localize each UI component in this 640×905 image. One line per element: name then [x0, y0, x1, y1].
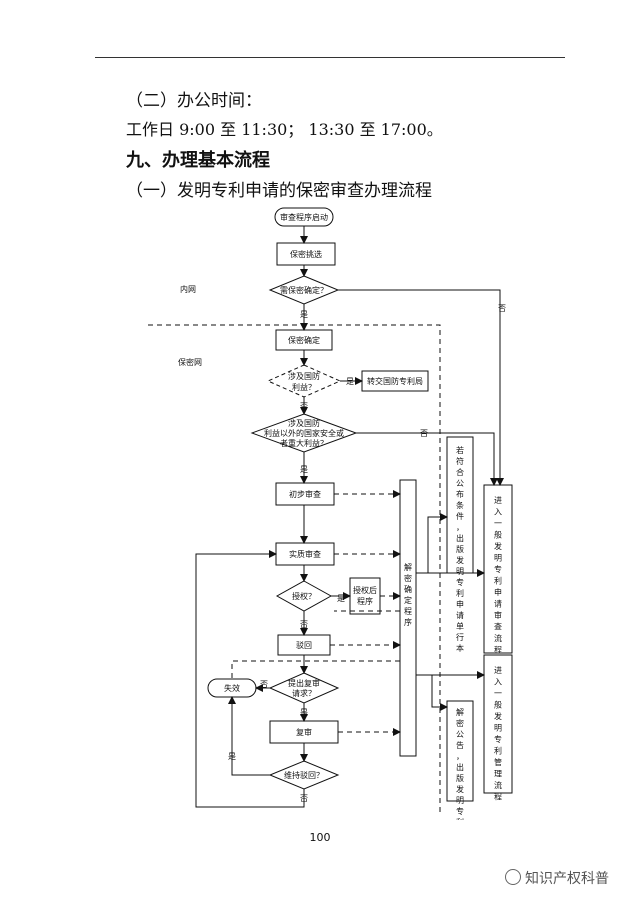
declassify-label: 解密确定程序 — [404, 562, 412, 627]
no-3: 否 — [420, 429, 428, 438]
review-label: 复审 — [296, 727, 312, 737]
flowchart: 审查程序启动 保密挑选 需保密确定？ 保密确定 涉及国防 利益？ 转交国防专利局… — [148, 207, 513, 820]
subsection-title: （一）发明专利申请的保密审查办理流程 — [126, 181, 432, 201]
office-hours-text: 工作日 9:00 至 11:30； 13:30 至 17:00。 — [126, 120, 443, 139]
page-number: 100 — [309, 831, 331, 844]
substantive-label: 实质审查 — [289, 549, 321, 559]
no-6: 否 — [300, 794, 308, 803]
yes-4: 是 — [337, 594, 345, 603]
no-1: 否 — [300, 402, 308, 411]
secret-zone-boundary — [148, 324, 441, 815]
decl-pub-col-label: 解密公告，出版发明专利单行本 — [456, 707, 464, 820]
no-2: 否 — [498, 304, 506, 313]
select-label: 保密挑选 — [290, 249, 322, 259]
transfer-defense-node — [361, 370, 429, 392]
request-label-2: 请求？ — [292, 688, 316, 698]
prelim-label: 初步审查 — [289, 489, 321, 499]
transfer-defense-label: 转交国防专利局 — [367, 376, 423, 386]
yes-5: 是 — [300, 708, 308, 717]
national-label-2: 利益以外的国家安全或 — [264, 428, 344, 438]
watermark: 知识产权科普 — [505, 868, 609, 888]
request-diamond — [268, 672, 340, 704]
select-node — [276, 242, 336, 266]
national-label-1: 涉及国防 — [288, 418, 320, 428]
section-title: 九、办理基本流程 — [126, 150, 270, 171]
publish-col-label: 若符合公布条件，出版发明专利申请单行本 — [456, 445, 464, 653]
watermark-text: 知识产权科普 — [525, 871, 609, 887]
office-hours-title: （二）办公时间： — [126, 91, 262, 111]
national-label-3: 者重大利益？ — [280, 438, 328, 448]
general-mgmt-col-label: 进入一般发明专利管理流程 — [494, 666, 502, 802]
decl-pub-col — [446, 700, 474, 802]
wechat-icon — [505, 869, 521, 885]
zone-inner-label: 内网 — [180, 284, 196, 294]
yes-2: 是 — [346, 377, 354, 386]
request-label-1: 提出复审 — [288, 678, 320, 688]
need-confirm-label: 需保密确定？ — [280, 285, 328, 295]
yes-6: 是 — [228, 752, 236, 761]
defense-label-2: 利益？ — [292, 382, 316, 392]
declassify-node — [399, 479, 417, 757]
start-label: 审查程序启动 — [280, 212, 328, 222]
post-grant-label-1: 授权后 — [353, 585, 377, 595]
header-rule — [95, 57, 565, 58]
defense-diamond — [266, 364, 342, 398]
grant-label: 授权？ — [292, 591, 316, 601]
no-5: 否 — [260, 680, 268, 689]
yes-1: 是 — [300, 310, 308, 319]
zone-secret-label: 保密网 — [178, 357, 202, 367]
general-exam-col-label: 进入一般发明专利申请审查流程 — [494, 496, 502, 655]
reject-label: 驳回 — [296, 641, 312, 650]
yes-3: 是 — [300, 465, 308, 474]
defense-label-1: 涉及国防 — [288, 371, 320, 381]
general-mgmt-col — [483, 654, 513, 794]
confirm-label: 保密确定 — [288, 335, 320, 345]
maintain-label: 维持驳回？ — [284, 770, 324, 780]
post-grant-node — [349, 577, 381, 615]
post-grant-label-2: 程序 — [357, 596, 373, 606]
invalid-label: 失效 — [224, 683, 240, 693]
no-4: 否 — [300, 620, 308, 629]
